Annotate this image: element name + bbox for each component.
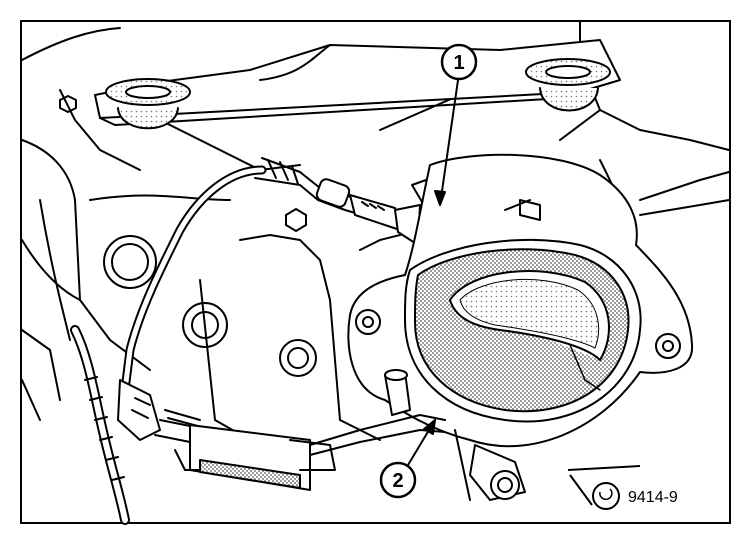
grommet-right [525,58,611,112]
engine-bosses [59,95,317,377]
callout-leaders [407,79,459,466]
engine-block [21,21,730,441]
manifold-studs [384,369,526,501]
callout-2-label: 2 [392,470,403,492]
wiring-loom [21,199,130,525]
callout-1: 1 [440,43,478,81]
sensor-connector [117,379,446,491]
figure-ref-number: 9414-9 [628,489,678,506]
grommet-left [105,78,191,130]
figure-reference: 9414-9 [567,465,678,510]
oxygen-sensor-wire [120,157,401,395]
callout-2: 2 [379,461,417,499]
mounting-bracket [94,39,621,126]
exhaust-flange [347,153,694,448]
callout-1-label: 1 [453,52,464,74]
